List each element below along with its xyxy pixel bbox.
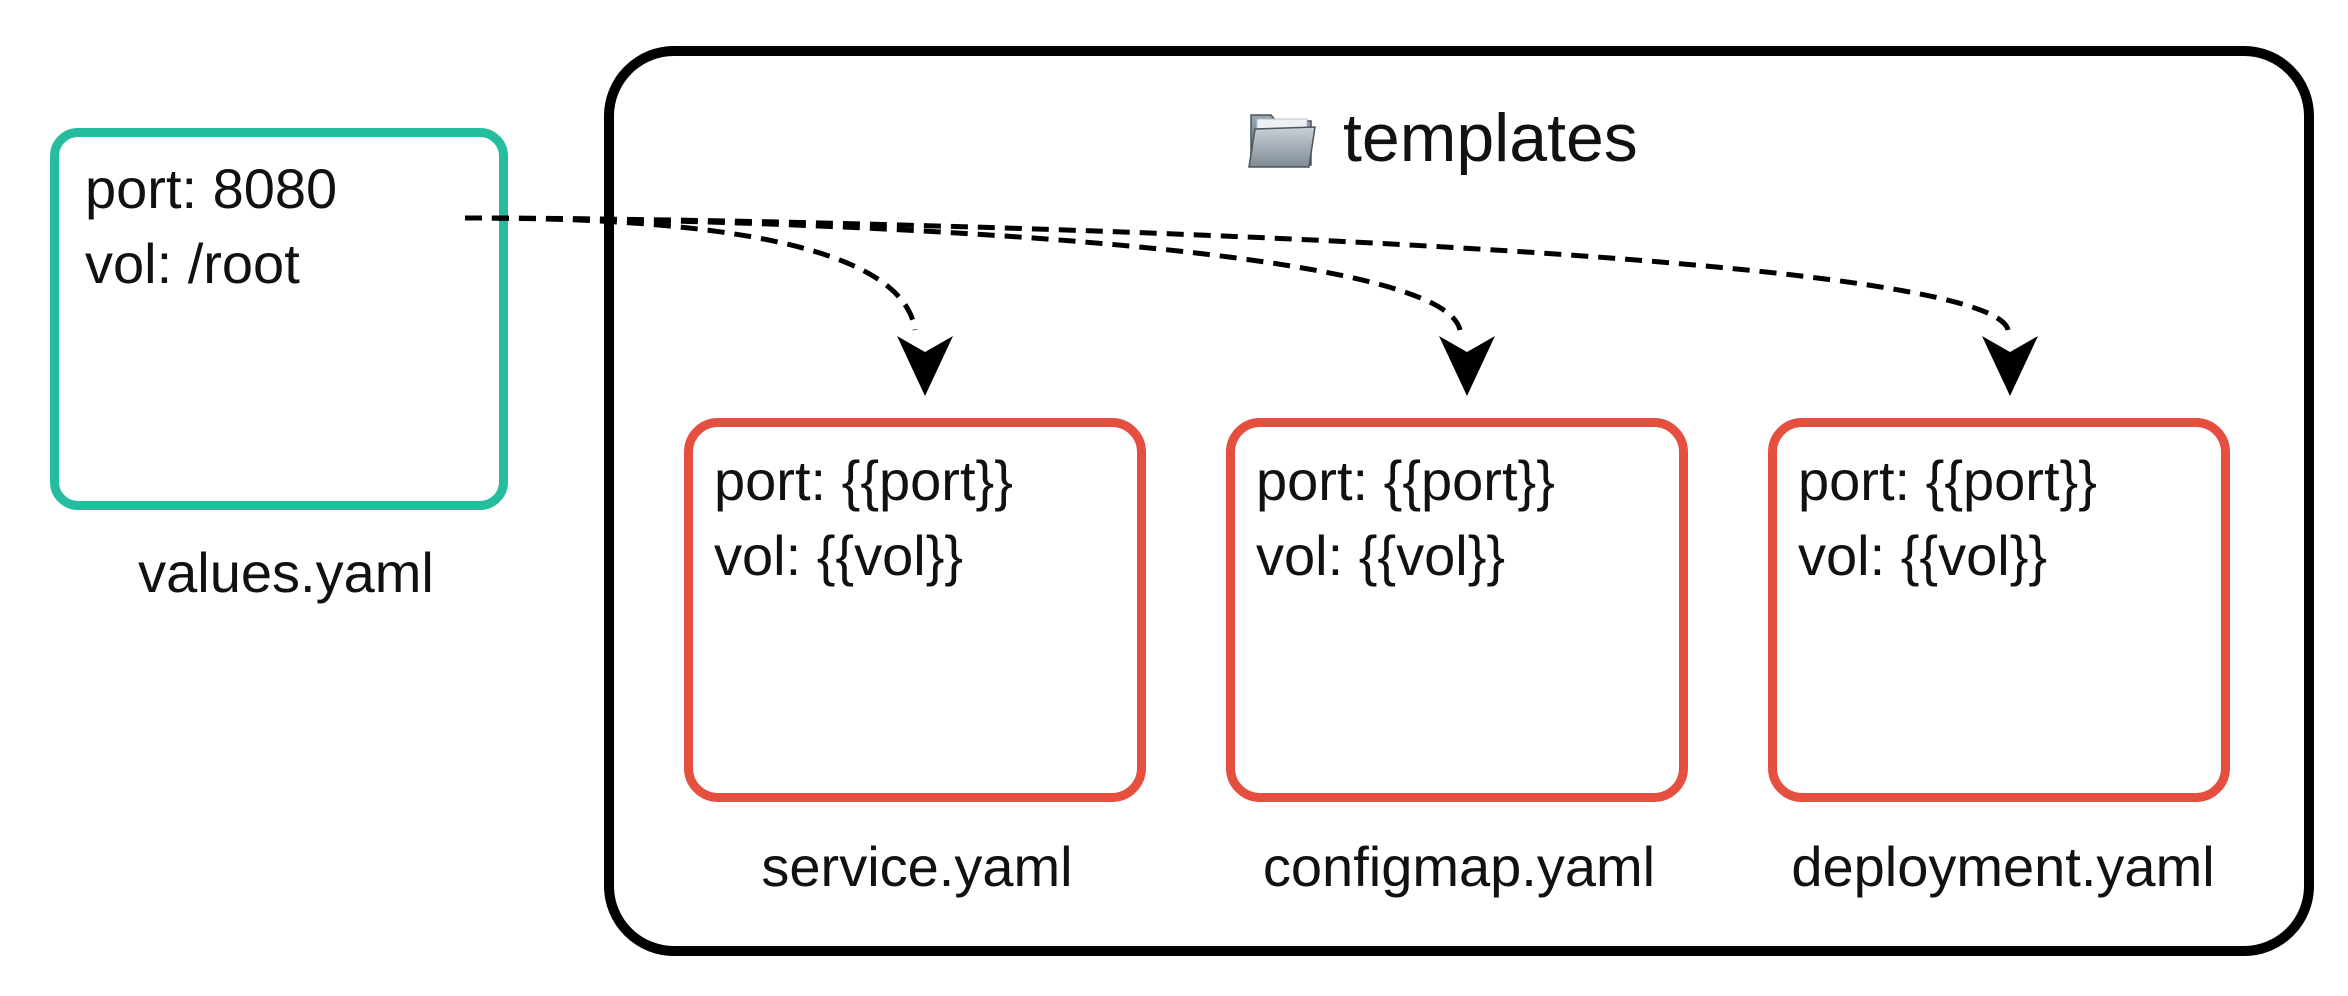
arrowhead-configmap bbox=[1439, 336, 1495, 396]
arrowhead-deployment bbox=[1982, 336, 2038, 396]
service-line-port: port: {{port}} bbox=[714, 449, 1013, 512]
deployment-file-box: port: {{port}} vol: {{vol}} bbox=[1768, 418, 2230, 802]
deployment-line-port: port: {{port}} bbox=[1798, 449, 2097, 512]
arrow-to-service bbox=[464, 215, 918, 331]
arrowhead-service bbox=[897, 336, 953, 396]
service-file-box: port: {{port}} vol: {{vol}} bbox=[684, 418, 1146, 802]
deployment-file-content: port: {{port}} vol: {{vol}} bbox=[1798, 443, 2097, 593]
configmap-file-box: port: {{port}} vol: {{vol}} bbox=[1226, 418, 1688, 802]
configmap-line-port: port: {{port}} bbox=[1256, 449, 1555, 512]
values-file-content: port: 8080 vol: /root bbox=[85, 151, 337, 301]
deployment-file-name: deployment.yaml bbox=[1791, 835, 2215, 898]
deployment-line-vol: vol: {{vol}} bbox=[1798, 524, 2048, 587]
configmap-line-vol: vol: {{vol}} bbox=[1256, 524, 1506, 587]
templates-folder-box bbox=[604, 46, 2314, 956]
service-file-name: service.yaml bbox=[761, 835, 1073, 898]
configmap-file-name: configmap.yaml bbox=[1262, 835, 1656, 898]
templates-folder-label: templates bbox=[1343, 100, 1638, 176]
values-file-name: values.yaml bbox=[138, 541, 434, 604]
values-line-port: port: 8080 bbox=[85, 157, 338, 220]
configmap-file-content: port: {{port}} vol: {{vol}} bbox=[1256, 443, 1555, 593]
arrow-to-deployment bbox=[464, 215, 2011, 331]
folder-icon bbox=[1248, 114, 1316, 168]
service-file-content: port: {{port}} vol: {{vol}} bbox=[714, 443, 1013, 593]
arrow-to-configmap bbox=[464, 215, 1463, 331]
values-line-vol: vol: /root bbox=[85, 232, 300, 295]
templates-folder-title: templates bbox=[1245, 98, 1638, 178]
service-line-vol: vol: {{vol}} bbox=[714, 524, 964, 587]
values-file-box: port: 8080 vol: /root bbox=[50, 128, 508, 510]
